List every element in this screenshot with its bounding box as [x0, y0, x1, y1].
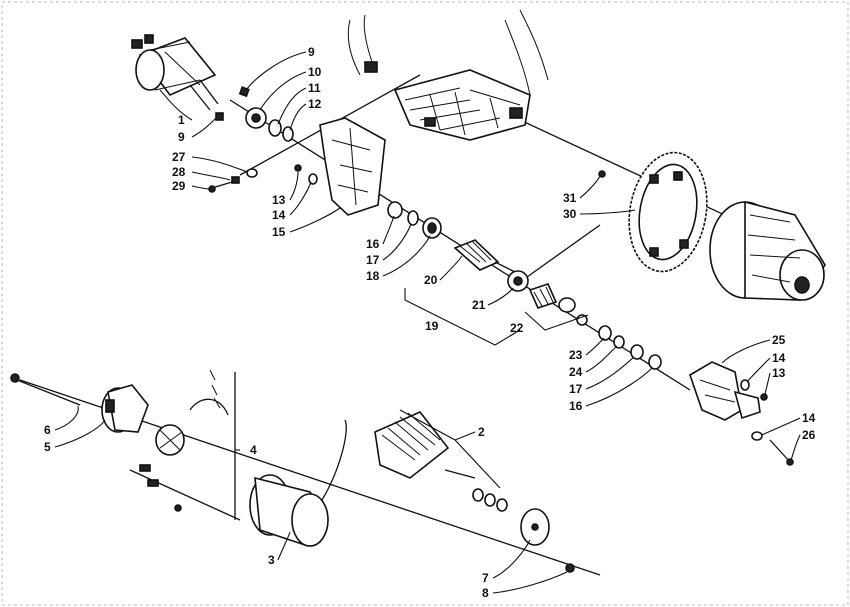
callout-4: 4	[250, 443, 257, 457]
leader-lines	[54, 51, 801, 594]
starter-motor	[131, 34, 219, 111]
callout-17-right: 17	[569, 382, 583, 396]
callout-19: 19	[425, 319, 439, 333]
callout-29: 29	[172, 179, 186, 193]
callout-18: 18	[366, 269, 380, 283]
callout-14-upper: 14	[272, 208, 286, 222]
callout-30: 30	[563, 207, 577, 221]
callout-21: 21	[472, 298, 486, 312]
callout-11: 11	[308, 81, 321, 95]
callout-26: 26	[802, 428, 816, 442]
callout-10: 10	[308, 65, 322, 79]
callout-1: 1	[178, 113, 185, 127]
drive-clutch	[709, 200, 826, 301]
callout-25: 25	[772, 333, 786, 347]
callout-24: 24	[569, 365, 583, 379]
pinion-gear-group	[215, 86, 294, 142]
callout-17-left: 17	[366, 253, 380, 267]
callout-23: 23	[569, 348, 583, 362]
callout-15: 15	[272, 225, 286, 239]
starter-internal-parts	[10, 369, 575, 573]
callout-5: 5	[44, 440, 51, 454]
callout-16-right: 16	[569, 399, 583, 413]
assembly-axis-lines	[19, 74, 801, 576]
callout-9-left: 9	[178, 130, 185, 144]
end-housing	[689, 361, 794, 466]
drive-shaft-assembly	[453, 239, 588, 326]
callout-22: 22	[510, 321, 524, 335]
callout-7: 7	[482, 571, 489, 585]
callout-31: 31	[563, 191, 577, 205]
bushing-washer-group-left	[387, 201, 442, 239]
callout-20: 20	[424, 273, 438, 287]
callout-13-right: 13	[772, 366, 786, 380]
callout-14-lower: 14	[802, 411, 816, 425]
callout-labels: 9 10 11 12 1 9 27 28 29 13 14 15 16 17 1…	[44, 45, 816, 600]
callout-12: 12	[308, 97, 322, 111]
callout-28: 28	[172, 165, 186, 179]
ring-gear	[598, 151, 708, 273]
callout-3: 3	[268, 553, 275, 567]
bushing-washer-group-right	[598, 325, 662, 370]
callout-13-upper: 13	[272, 193, 286, 207]
bolt-washer-group	[208, 168, 258, 193]
callout-14-mid: 14	[772, 351, 786, 365]
callout-6: 6	[44, 423, 51, 437]
callout-9-top: 9	[308, 45, 315, 59]
callout-27: 27	[172, 150, 186, 164]
callout-16-left: 16	[366, 237, 380, 251]
engine-block	[347, 9, 549, 141]
callout-8: 8	[482, 586, 489, 600]
callout-2: 2	[478, 425, 485, 439]
mounting-bracket	[294, 117, 386, 216]
